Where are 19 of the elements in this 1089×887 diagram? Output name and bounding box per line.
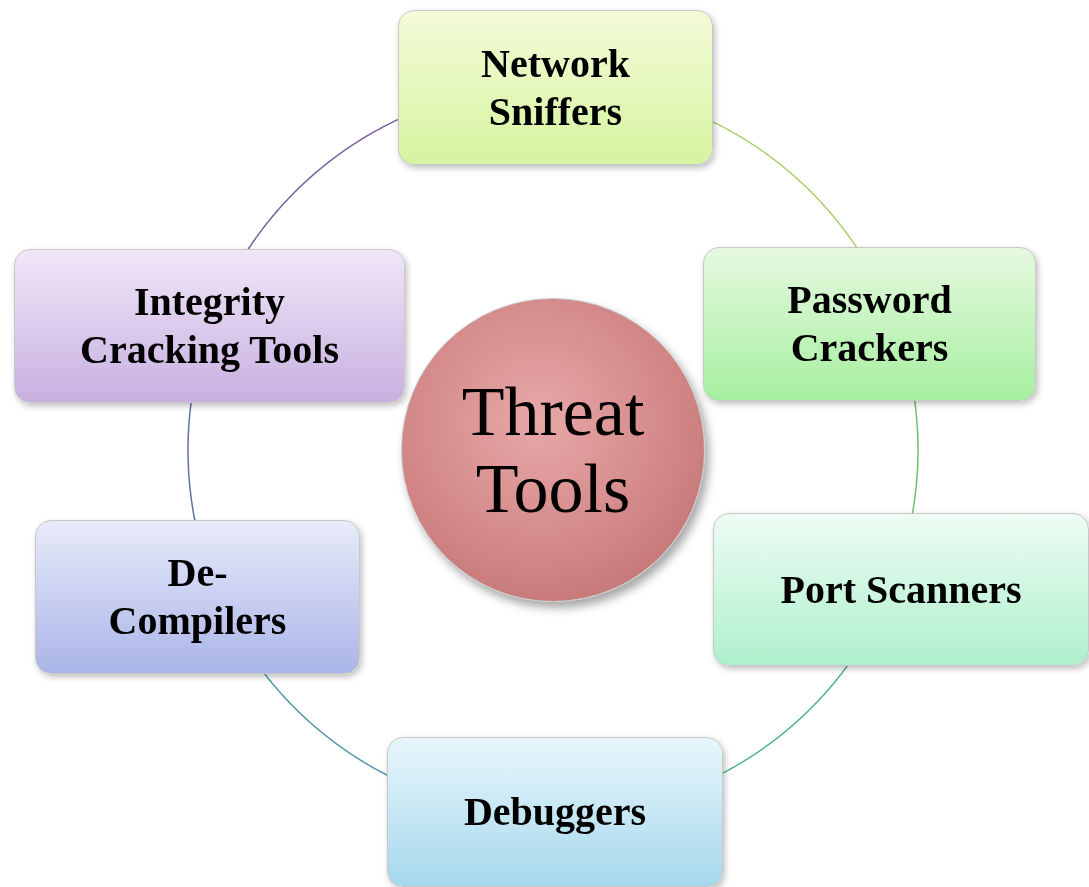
process-box — [703, 247, 1036, 401]
node-label: Threat Tools — [460, 373, 646, 527]
connector-arc — [911, 400, 919, 514]
node-label: Port Scanners — [780, 565, 1022, 614]
connector-arc — [247, 118, 399, 251]
node-label: Debuggers — [463, 788, 647, 836]
process-box — [387, 737, 723, 887]
connector-arc — [187, 402, 196, 521]
connector-arc — [263, 673, 389, 776]
process-box — [398, 10, 713, 165]
process-box — [713, 513, 1089, 666]
process-box — [35, 520, 360, 674]
node-label: Network Sniffers — [480, 39, 631, 136]
node-label: Integrity Cracking Tools — [79, 278, 340, 374]
process-box — [14, 249, 405, 403]
node-label: De- Compilers — [107, 549, 288, 645]
connector-arc — [721, 665, 849, 774]
connector-arc — [711, 121, 858, 248]
node-label: Password Crackers — [786, 276, 953, 372]
